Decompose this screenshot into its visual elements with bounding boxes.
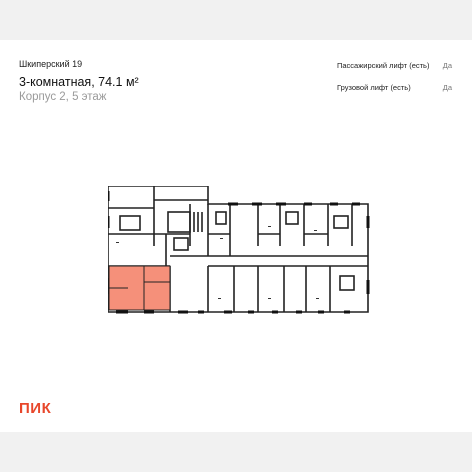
feature-freight-lift: Грузовой лифт (есть) Да [337,83,452,92]
apartment-location: Корпус 2, 5 этаж [19,91,107,103]
floor-plan [108,186,370,314]
feature-passenger-lift: Пассажирский лифт (есть) Да [337,61,452,70]
feature-label: Пассажирский лифт (есть) [337,61,430,70]
apartment-title: 3-комнатная, 74.1 м² [19,75,139,89]
feature-value: Да [442,83,452,92]
feature-value: Да [442,61,452,70]
apartment-card: Шкиперский 19 3-комнатная, 74.1 м² Корпу… [0,40,472,432]
project-name: Шкиперский 19 [19,59,83,69]
pik-logo: ПИК [19,400,52,417]
feature-label: Грузовой лифт (есть) [337,83,411,92]
selected-apartment[interactable] [108,265,171,311]
